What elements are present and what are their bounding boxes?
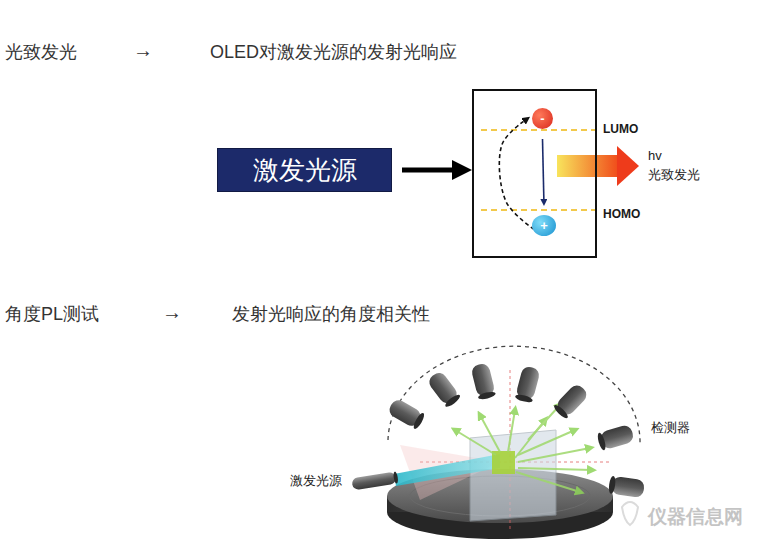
part-label: 检测器 bbox=[651, 419, 690, 437]
node-text: LUMO bbox=[603, 122, 638, 136]
lumo-level bbox=[481, 129, 600, 131]
node-text: - bbox=[540, 112, 544, 125]
arrow-symbol: → bbox=[133, 39, 153, 62]
part-label: 激发光源 bbox=[290, 472, 342, 490]
hole-circle: + bbox=[532, 215, 556, 236]
excitation-source-box: 激发光源 bbox=[217, 148, 392, 192]
relaxation-arrow bbox=[543, 139, 544, 199]
emission-label: 光致发光 bbox=[648, 166, 700, 184]
arrow-symbol: → bbox=[162, 301, 182, 324]
homo-level bbox=[481, 209, 600, 211]
photon-symbol: hv bbox=[648, 148, 662, 163]
electron-circle: - bbox=[532, 108, 553, 129]
node-text: + bbox=[540, 219, 548, 232]
section-heading: 光致发光 bbox=[5, 40, 77, 64]
node-text: 激发光源 bbox=[253, 153, 357, 188]
section-description: 发射光响应的角度相关性 bbox=[232, 302, 430, 326]
goniometer-illustration bbox=[351, 346, 645, 539]
watermark: 仪器信息网 bbox=[648, 504, 743, 530]
energy-level-box: LUMOHOMO-+ bbox=[472, 89, 597, 258]
excitation-arrow bbox=[402, 168, 452, 173]
emission-arrow bbox=[557, 146, 639, 186]
section-description: OLED对激发光源的发射光响应 bbox=[210, 40, 457, 64]
recombination-arrow bbox=[499, 121, 534, 229]
section-heading: 角度PL测试 bbox=[5, 302, 99, 326]
node-text: HOMO bbox=[603, 207, 640, 221]
watermark-logo bbox=[622, 502, 638, 525]
